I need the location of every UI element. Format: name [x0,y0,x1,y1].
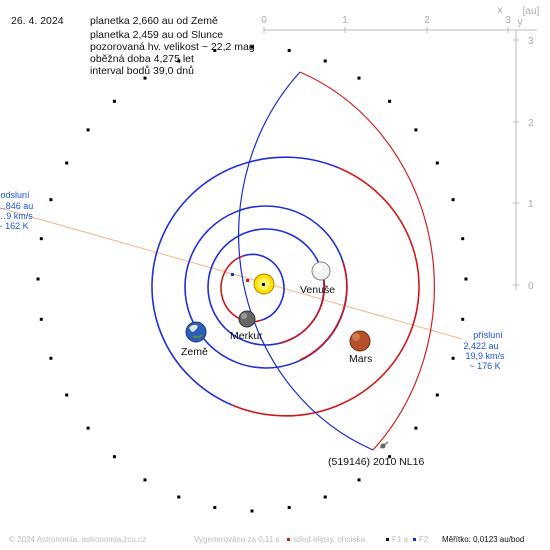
perihelion-distance: 2,422 au [463,341,498,351]
copyright-text: © 2024 Astronomia, astronomia.zcu.cz [9,535,146,544]
orbit-position-dot [143,76,147,80]
aphelion-temperature: ~ 162 K [0,221,29,231]
legend-f2-text: F2 [419,535,429,544]
ellipse-center-marker [246,279,249,282]
orbit-position-dot [250,45,254,49]
x-tick-label: 3 [505,15,511,26]
earth-orbit [184,205,348,369]
orbit-position-dot [451,198,455,202]
orbit-position-dot [464,277,468,281]
footer: © 2024 Astronomia, astronomia.zcu.cz Vyg… [9,535,524,544]
x-tick-label: 2 [424,15,430,26]
aphelion-title: odsluní [0,190,30,200]
orbit-position-dot [49,356,53,360]
info-line: pozorovaná hv. velikost ~ 22,2 mag [90,41,255,53]
orbit-position-dot [143,478,147,482]
legend-f2-marker [413,538,416,541]
orbit-position-dot [177,495,181,499]
orbit-position-dot [112,455,116,459]
orbit-position-dot [461,237,465,241]
x-tick-label: 0 [261,15,267,26]
mars-orbit [151,156,420,417]
orbit-position-dot [65,393,69,397]
info-line: planetka 2,660 au od Země [90,15,218,27]
orbit-position-dot [250,509,254,513]
orbit-position-dot [213,506,217,509]
legend-f1-text: F1 a [392,535,409,544]
y-axis-name: y [518,17,523,28]
x-tick-label: 1 [342,15,348,26]
mars-label: Mars [349,353,372,365]
legend-f1-marker [386,538,389,541]
y-tick-label: 3 [528,36,534,47]
venus-label: Venuše [300,284,335,296]
orbit-position-dot [435,393,439,397]
mars [349,330,371,352]
y-tick-label: 1 [528,199,534,210]
orbit-position-dot [287,49,291,52]
orbit-position-dot [323,59,327,63]
focus-f2-marker [231,273,234,276]
asteroid-label: (519146) 2010 NL16 [328,456,424,468]
venus [311,261,331,281]
info-line: planetka 2,459 au od Slunce [90,29,223,41]
x-axis: 0 1 2 3 x [261,5,537,33]
orbit-position-dot [323,495,327,499]
mercury [238,310,256,328]
orbit-position-dot [86,128,90,132]
orbit-position-dot [177,59,181,63]
legend-center-marker [287,538,290,541]
aphelion-distance: …846 au [0,201,33,211]
y-tick-label: 0 [528,281,534,292]
asteroid-orbit [36,45,468,513]
orbit-position-dot [357,76,361,80]
venus-orbit [207,228,326,346]
orbit-position-dot [112,99,116,103]
perihelion-temperature: ~ 176 K [469,361,500,371]
aphelion-info: odsluní …846 au …9 km/s ~ 162 K [0,190,33,231]
date-label: 26. 4. 2024 [11,15,64,27]
info-line: oběžná doba 4,275 let [90,53,194,65]
earth [185,321,207,343]
scale-text: Měřítko: 0,0123 au/bod [442,535,524,544]
mercury-label: Merkur [230,330,263,342]
perihelion-title: přísluní [473,330,503,340]
legend-center-text: střed elipsy, ohniska [293,535,365,544]
perihelion-speed: 19,9 km/s [465,351,505,361]
orbit-position-dot [388,99,392,103]
sun [253,273,275,295]
orbit-position-dot [36,277,40,281]
perihelion-info: přísluní 2,422 au 19,9 km/s ~ 176 K [463,330,505,371]
x-axis-name: x [498,5,503,16]
y-axis: 3 2 1 0 y [au] [513,6,540,292]
orbit-position-dot [39,317,43,321]
earth-label: Země [181,346,208,358]
y-tick-label: 2 [528,118,534,129]
orbit-position-dot [414,426,418,430]
orbit-position-dot [213,49,217,52]
aphelion-speed: …9 km/s [0,211,33,221]
info-line: interval bodů 39,0 dnů [90,65,194,77]
orbit-position-dot [357,478,361,482]
orbit-position-dot [86,426,90,430]
orbit-position-dot [39,237,43,241]
orbit-position-dot [451,356,455,360]
orbit-position-dot [388,455,392,459]
orbit-position-dot [414,128,418,132]
asteroid [379,441,389,449]
generated-text: Vygenerováno za 0,11 s [194,535,279,544]
orbit-position-dot [65,161,69,165]
orbit-position-dot [287,506,291,509]
orbit-position-dot [435,161,439,165]
orbit-position-dot [49,198,53,202]
orbit-position-dot [461,317,465,321]
axis-unit: [au] [523,6,540,17]
